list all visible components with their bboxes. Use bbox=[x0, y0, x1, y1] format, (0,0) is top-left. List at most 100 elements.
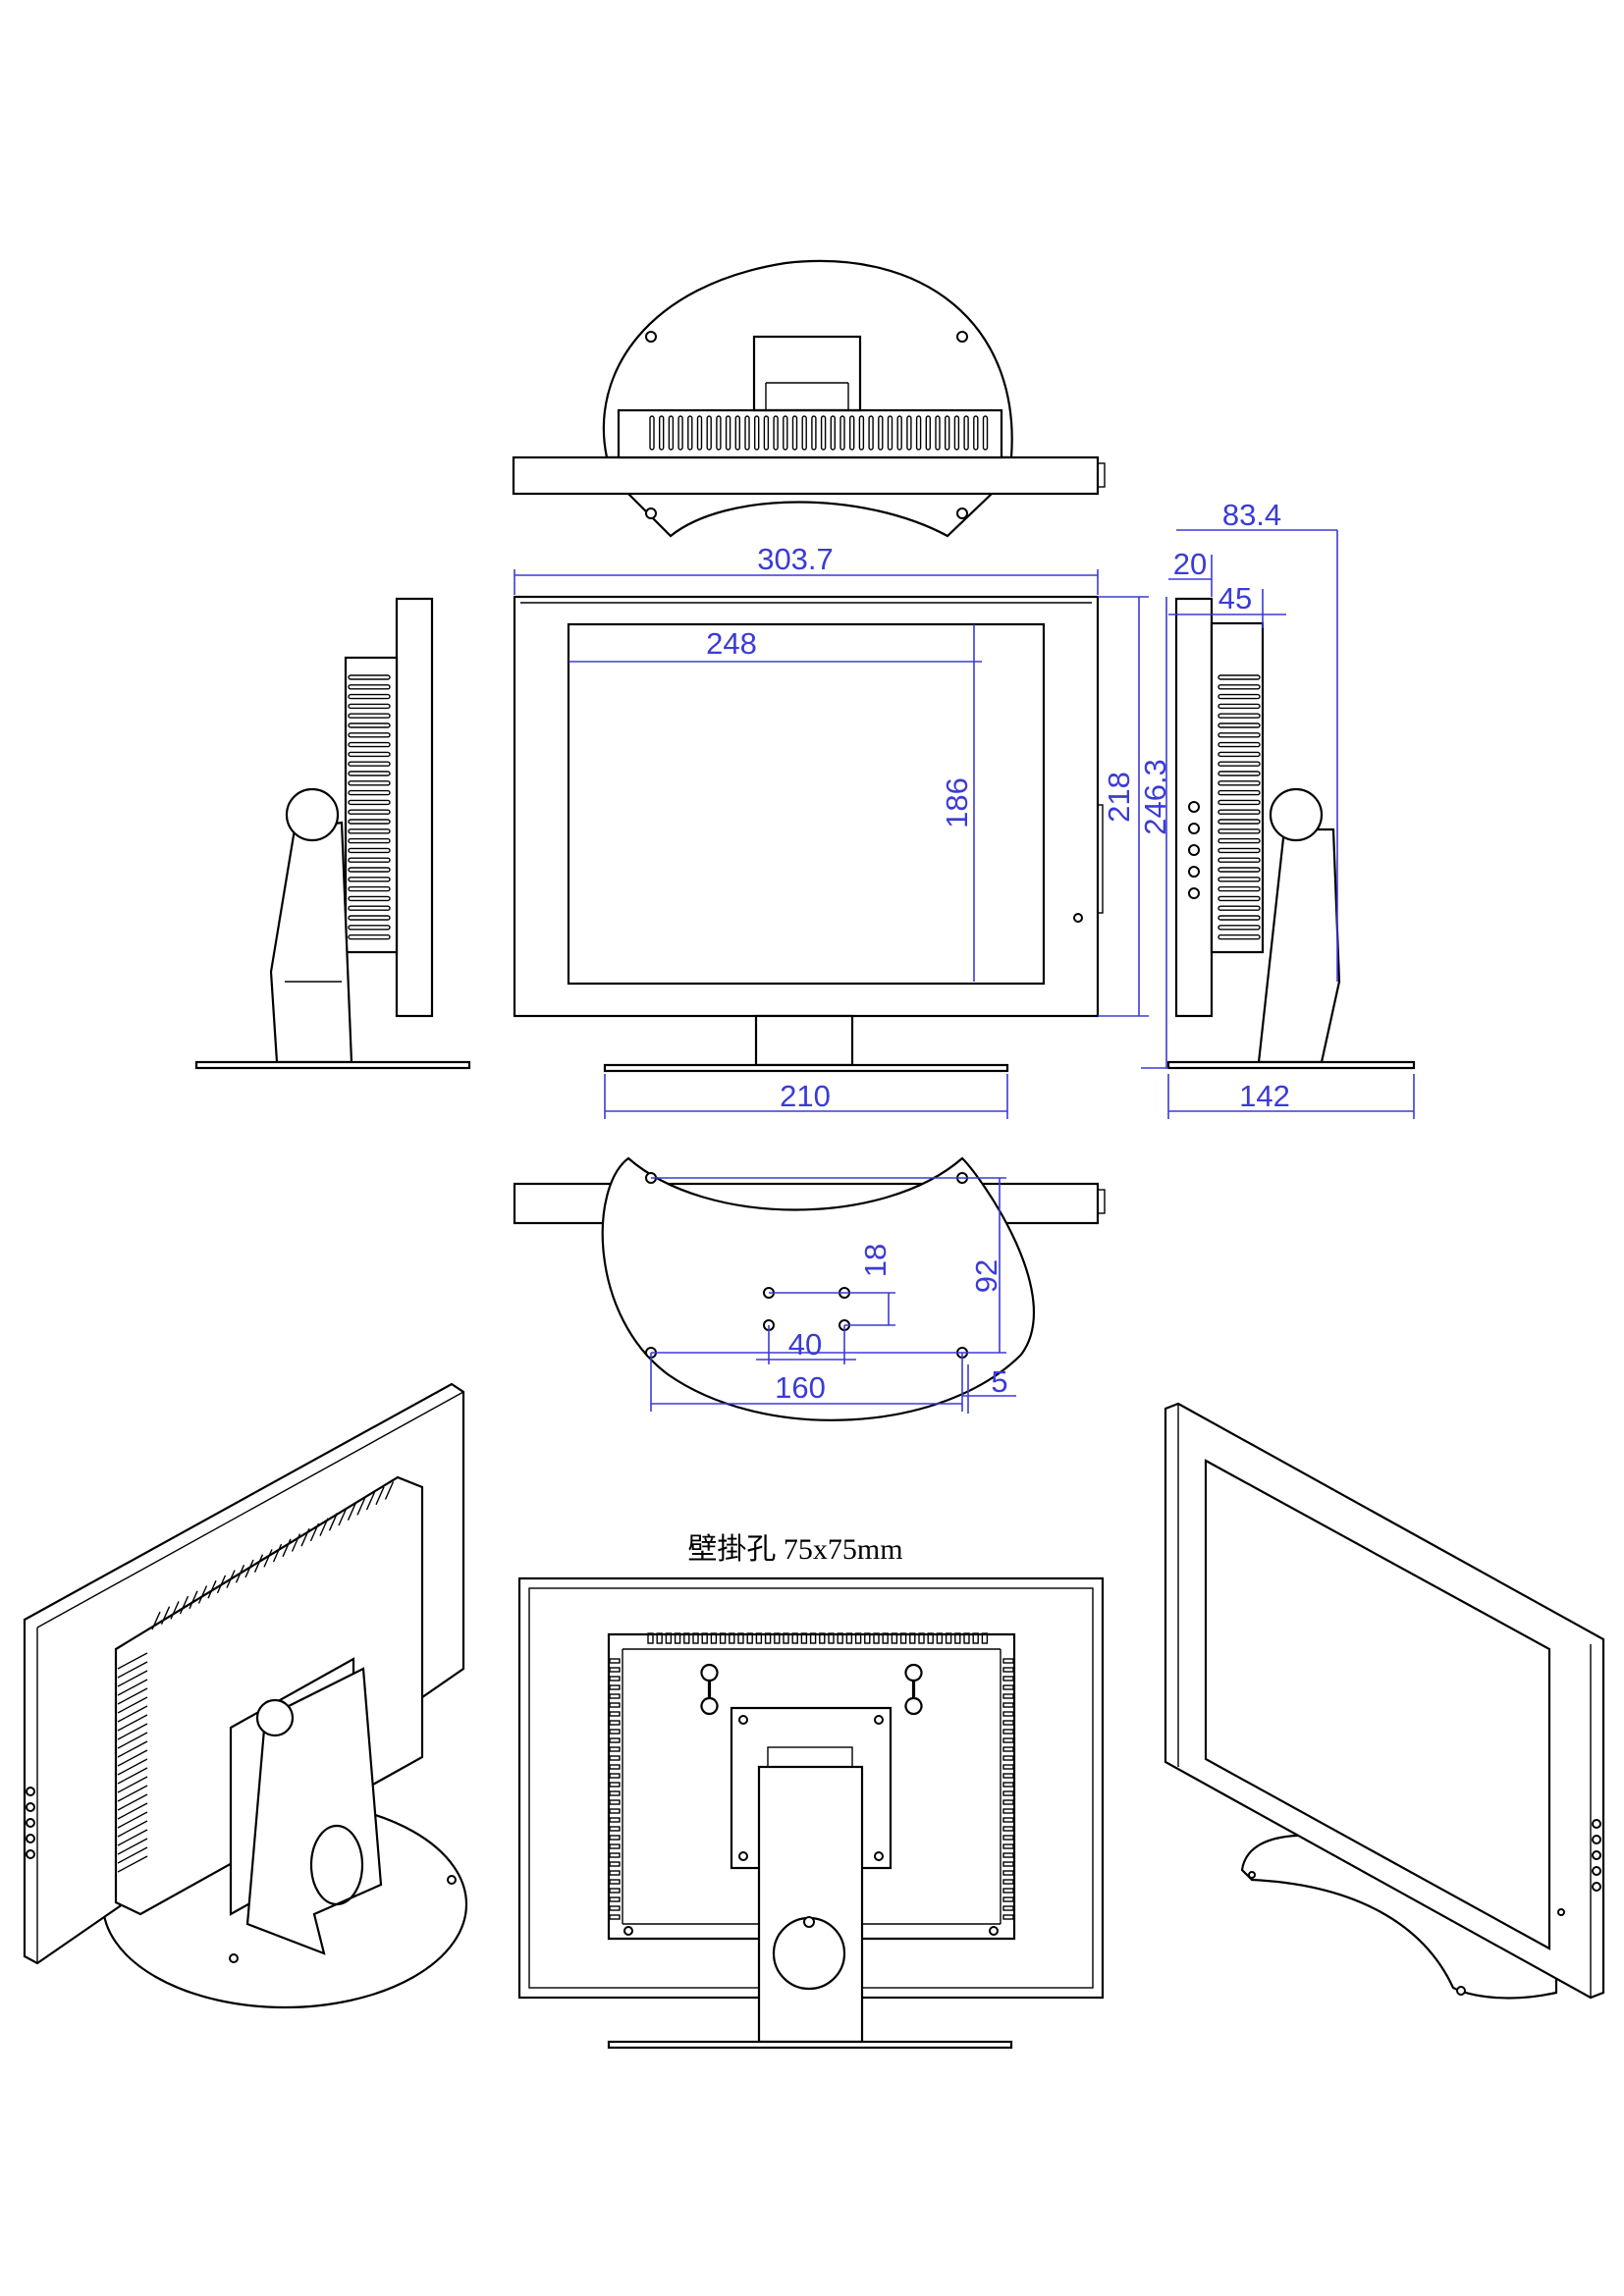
vent-slot bbox=[348, 867, 391, 873]
dim-total-height: 246.3 bbox=[1138, 759, 1172, 835]
vent-slot bbox=[197, 1585, 208, 1604]
vent-slot bbox=[253, 1554, 264, 1573]
iso-buttons bbox=[26, 1787, 35, 1859]
vent-slot bbox=[1002, 1835, 1014, 1841]
vent-slot bbox=[117, 1793, 148, 1811]
vent-slot bbox=[687, 415, 693, 451]
vent-slot bbox=[117, 1802, 148, 1820]
vent-slot bbox=[918, 1632, 925, 1644]
vent-slot bbox=[1002, 1888, 1014, 1894]
vent-slot bbox=[117, 1740, 148, 1758]
vent-slot bbox=[609, 1799, 621, 1805]
vent-slot bbox=[348, 693, 391, 700]
vent-slot bbox=[837, 1632, 843, 1644]
vent-slot bbox=[1002, 1870, 1014, 1876]
vent-slot bbox=[1218, 828, 1261, 834]
side-button bbox=[1592, 1819, 1601, 1829]
vent-slot bbox=[1002, 1799, 1014, 1805]
vent-slot bbox=[117, 1705, 148, 1723]
vent-slot bbox=[1218, 674, 1261, 680]
vent-slot bbox=[791, 415, 798, 451]
vent-slot bbox=[348, 713, 391, 719]
vent-slot bbox=[915, 415, 922, 451]
vent-slot bbox=[1002, 1693, 1014, 1699]
vent-slot bbox=[899, 1632, 907, 1644]
rear-isometric-view bbox=[23, 1382, 468, 2009]
vent-slot bbox=[1218, 713, 1261, 719]
vent-slot bbox=[783, 1632, 789, 1644]
vent-slot bbox=[348, 780, 391, 786]
vent-slot bbox=[609, 1693, 621, 1699]
vent-slot bbox=[319, 1518, 329, 1536]
vent-slot bbox=[117, 1732, 148, 1749]
vent-slot bbox=[348, 674, 391, 680]
vent-slot bbox=[1002, 1658, 1014, 1664]
vent-slot bbox=[1002, 1773, 1014, 1779]
vent-slot bbox=[216, 1575, 227, 1594]
vent-slot bbox=[647, 1632, 654, 1644]
vent-slot bbox=[1218, 837, 1261, 844]
vent-slot bbox=[365, 1491, 376, 1511]
vent-slot bbox=[906, 415, 912, 451]
vent-slot bbox=[291, 1533, 301, 1552]
vent-slot bbox=[348, 877, 391, 882]
vent-slot bbox=[744, 415, 750, 451]
vent-slot bbox=[207, 1579, 217, 1599]
vent-slot bbox=[609, 1746, 621, 1752]
vent-slot bbox=[609, 1684, 621, 1690]
vent-slot bbox=[348, 789, 391, 796]
vent-slot bbox=[692, 1632, 699, 1644]
vent-slot bbox=[1218, 771, 1261, 776]
side-button bbox=[26, 1802, 35, 1812]
vent-slot bbox=[117, 1696, 148, 1714]
dim-hole-offset: 5 bbox=[991, 1364, 1007, 1399]
vent-slot bbox=[609, 1720, 621, 1726]
vent-slot bbox=[117, 1846, 148, 1864]
vent-slot bbox=[1002, 1729, 1014, 1735]
vent-slot bbox=[348, 934, 391, 940]
side-button bbox=[1188, 887, 1200, 899]
top-vents bbox=[649, 415, 989, 451]
vent-slot bbox=[117, 1838, 148, 1855]
vent-slot bbox=[1002, 1746, 1014, 1752]
vent-slot bbox=[665, 1632, 673, 1644]
vent-slot bbox=[160, 1606, 171, 1625]
vent-slot bbox=[348, 799, 391, 806]
vent-slot bbox=[609, 1773, 621, 1779]
vent-slot bbox=[609, 1905, 621, 1911]
vent-slot bbox=[375, 1486, 385, 1506]
vent-slot bbox=[755, 1632, 763, 1644]
vent-slot bbox=[1002, 1861, 1014, 1867]
vent-slot bbox=[300, 1527, 310, 1547]
side-button bbox=[26, 1787, 35, 1796]
vent-slot bbox=[1002, 1790, 1014, 1796]
vent-slot bbox=[774, 1632, 781, 1644]
dim-base-depth: 142 bbox=[1239, 1079, 1290, 1113]
vent-slot bbox=[117, 1767, 148, 1785]
vent-slot bbox=[764, 1632, 772, 1644]
vent-slot bbox=[117, 1687, 148, 1705]
vent-slot bbox=[891, 1632, 898, 1644]
vent-slot bbox=[1218, 732, 1261, 738]
vent-slot bbox=[348, 741, 391, 748]
vent-slot bbox=[348, 915, 391, 921]
vent-slot bbox=[609, 1737, 621, 1743]
front-isometric-view bbox=[1164, 1402, 1605, 2000]
vent-slot bbox=[1002, 1879, 1014, 1885]
vent-slot bbox=[348, 895, 391, 902]
vent-slot bbox=[348, 837, 391, 844]
vent-slot bbox=[609, 1755, 621, 1761]
vent-slot bbox=[701, 1632, 708, 1644]
vent-slot bbox=[356, 1497, 366, 1516]
vent-slot bbox=[801, 415, 807, 451]
vent-slot bbox=[1218, 703, 1261, 710]
vent-slot bbox=[609, 1861, 621, 1867]
vent-slot bbox=[609, 1888, 621, 1894]
vent-slot bbox=[963, 1632, 970, 1644]
dim-base-width: 210 bbox=[780, 1079, 831, 1113]
side-button bbox=[1592, 1835, 1601, 1844]
vent-slot bbox=[925, 415, 931, 451]
vent-slot bbox=[1218, 885, 1261, 892]
vent-slot bbox=[1002, 1843, 1014, 1849]
vent-slot bbox=[609, 1702, 621, 1708]
